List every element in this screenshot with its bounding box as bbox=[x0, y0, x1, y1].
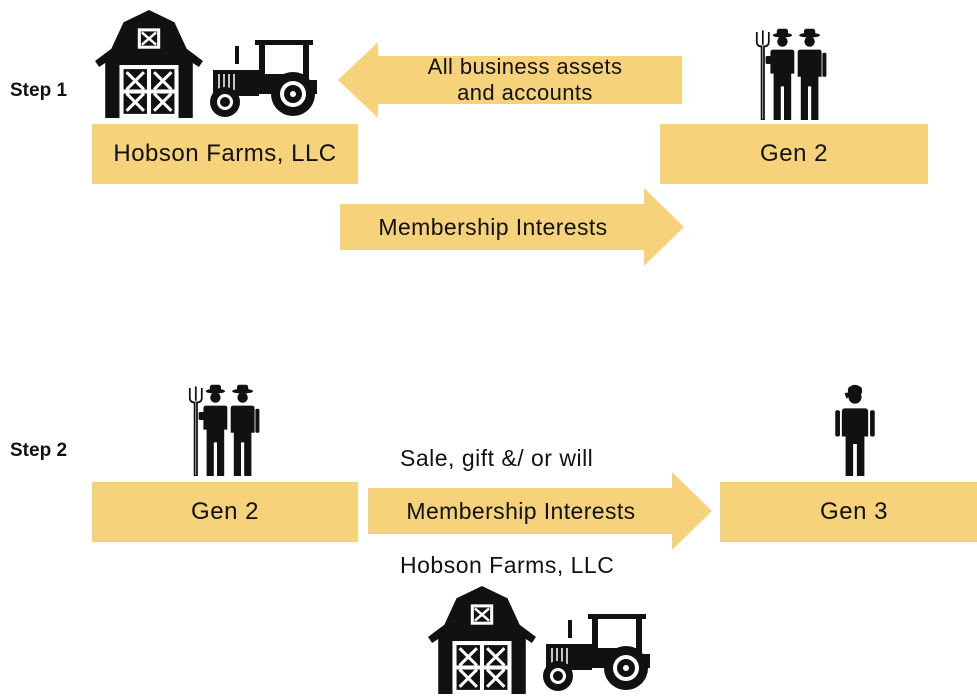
step1-label: Step 1 bbox=[10, 80, 68, 101]
membership-arrow-step1: Membership Interests bbox=[340, 188, 684, 266]
left-arrow-shape bbox=[338, 42, 682, 118]
gen3-label: Gen 3 bbox=[820, 498, 888, 525]
assets-arrow-line2: and accounts bbox=[457, 80, 593, 105]
barn-icon bbox=[93, 8, 205, 120]
right-arrow-shape bbox=[340, 188, 684, 266]
tractor-icon bbox=[205, 38, 325, 118]
hobson-farms-label: Hobson Farms, LLC bbox=[113, 140, 337, 167]
gen3-box: Gen 3 bbox=[720, 482, 977, 542]
membership-arrow-step2-label: Membership Interests bbox=[406, 498, 636, 524]
assets-arrow: All business assets and accounts bbox=[338, 42, 682, 118]
sale-gift-will-text: Sale, gift &/ or will bbox=[400, 445, 594, 471]
hobson-farms-caption: Hobson Farms, LLC bbox=[400, 552, 615, 578]
gen2-label-step1: Gen 2 bbox=[760, 140, 828, 167]
tractor-icon bbox=[538, 612, 658, 692]
gen2-box-step1: Gen 2 bbox=[660, 124, 928, 184]
person-icon bbox=[830, 382, 880, 476]
right-arrow-shape bbox=[368, 472, 712, 550]
assets-arrow-line1: All business assets bbox=[427, 54, 623, 79]
gen2-box-step2: Gen 2 bbox=[92, 482, 358, 542]
farmer-couple-icon bbox=[742, 24, 842, 120]
membership-arrow-step2: Membership Interests bbox=[368, 472, 712, 550]
farmer-couple-icon bbox=[175, 380, 275, 476]
hobson-farms-box: Hobson Farms, LLC bbox=[92, 124, 358, 184]
barn-icon bbox=[426, 584, 538, 696]
membership-arrow-step1-label: Membership Interests bbox=[378, 214, 608, 240]
step2-label: Step 2 bbox=[10, 440, 68, 461]
gen2-label-step2: Gen 2 bbox=[191, 498, 259, 525]
